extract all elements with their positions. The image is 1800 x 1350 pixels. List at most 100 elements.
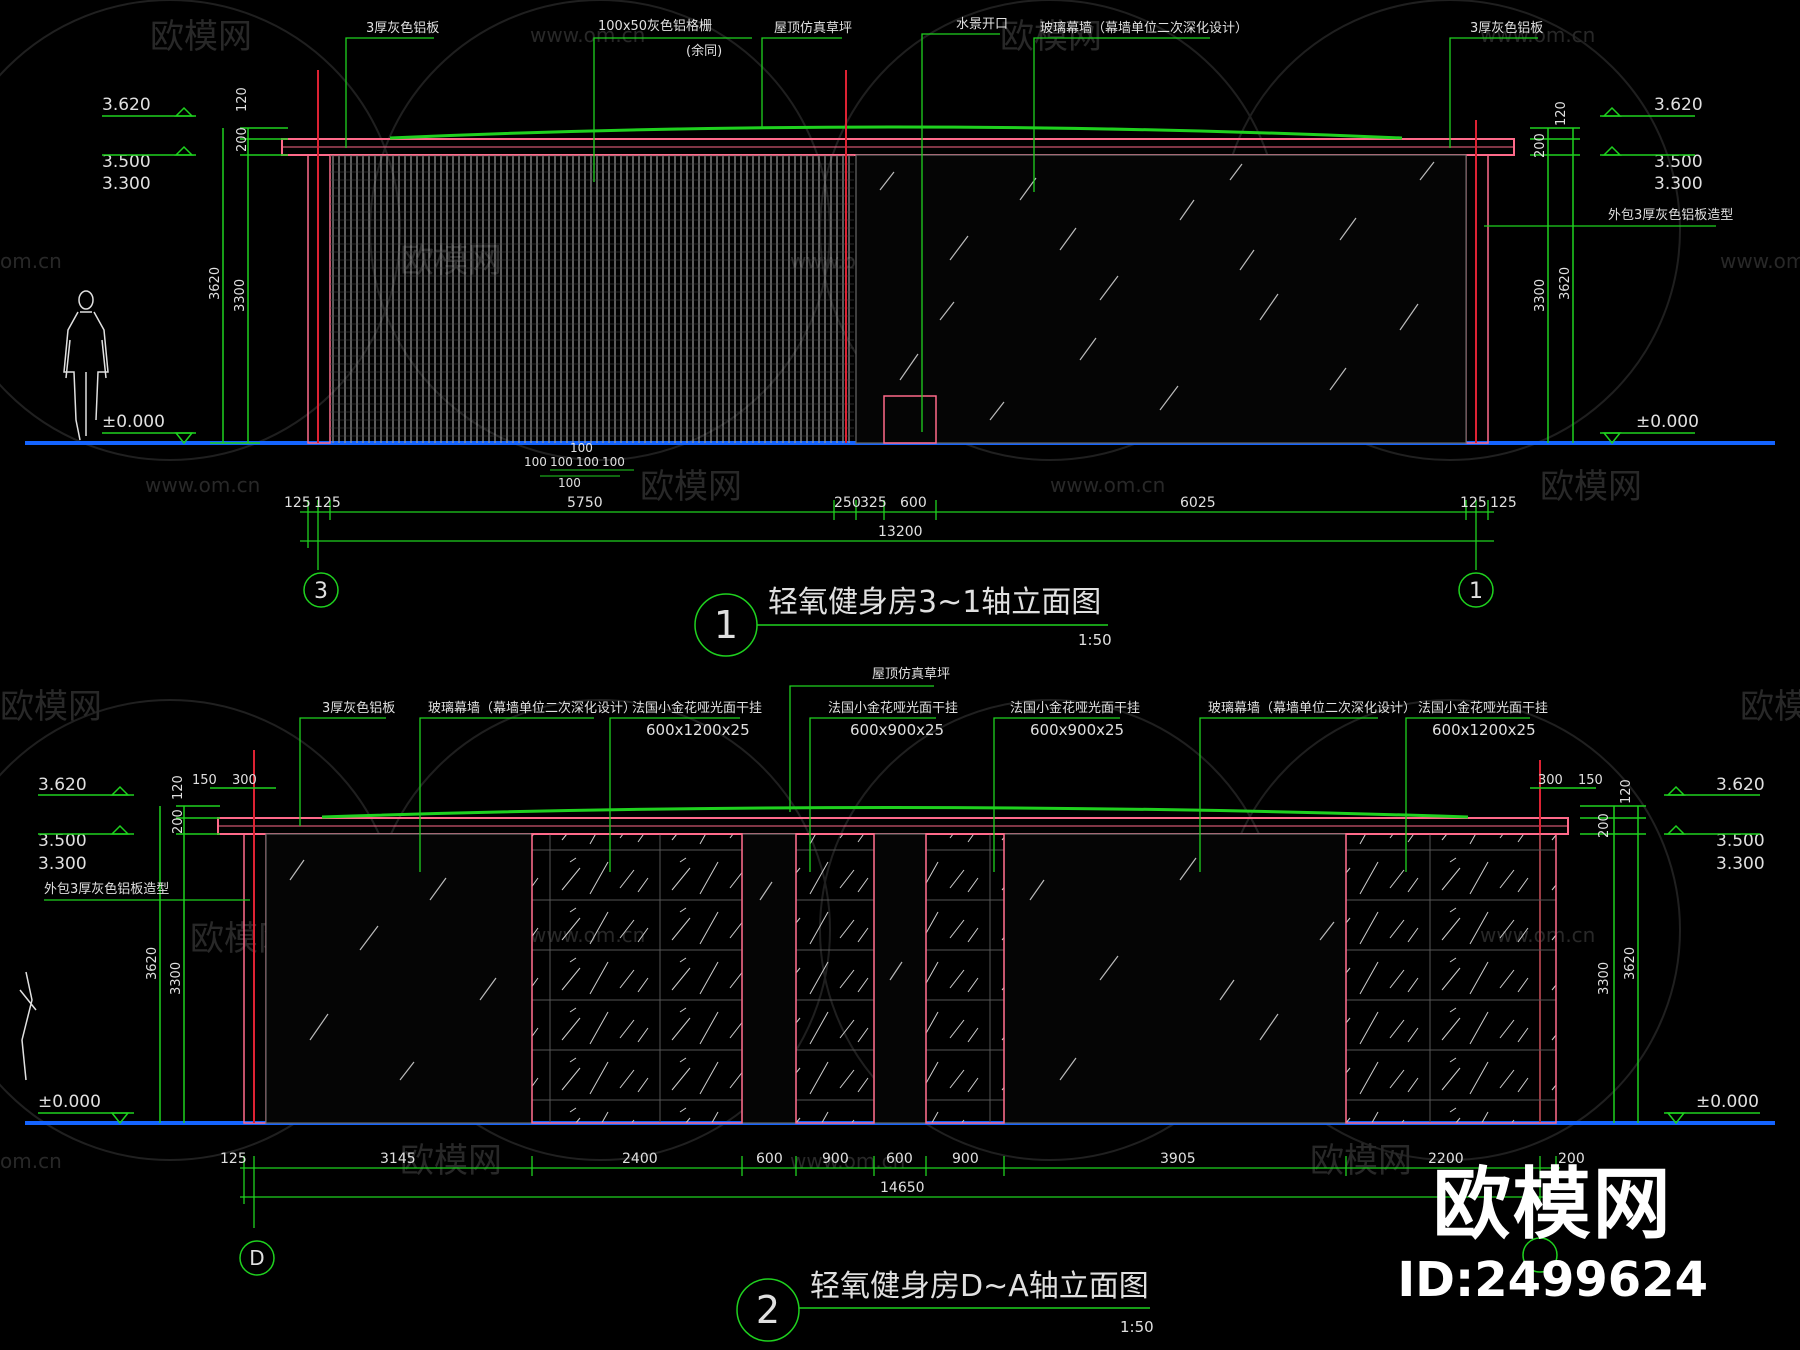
note-label: 外包3厚灰色铝板造型 bbox=[1608, 207, 1733, 223]
grille-dim: 100 bbox=[524, 455, 547, 469]
watermark-text: 欧模网 bbox=[1740, 687, 1800, 727]
glass-curtain-wall bbox=[855, 154, 1467, 444]
svg-text:1: 1 bbox=[1469, 579, 1483, 604]
level-label: 3.300 bbox=[1716, 854, 1765, 874]
note-label: 屋顶仿真草坪 bbox=[872, 667, 950, 682]
elevation-1-title: 1 轻氧健身房3~1轴立面图 1:50 bbox=[694, 585, 1112, 657]
watermark-text: 欧模网 bbox=[0, 687, 102, 727]
note-label: 3厚灰色铝板 bbox=[322, 700, 395, 716]
level-label: 3.500 bbox=[1654, 152, 1703, 172]
vert-dim: 200 bbox=[1533, 133, 1548, 158]
elevation-2-title: 2 轻氧健身房D~A轴立面图 1:50 bbox=[736, 1269, 1154, 1342]
top-dim: 300 bbox=[232, 773, 257, 788]
vert-dim: 120 bbox=[1554, 101, 1569, 126]
level-label: 3.500 bbox=[38, 831, 87, 851]
level-label: 3.620 bbox=[1716, 775, 1765, 795]
watermark-text: 欧模网 bbox=[400, 1141, 502, 1181]
human-scale-figure-partial bbox=[19, 971, 37, 1081]
dimension-chain: 125 125 5750 250 325 600 6025 125 125 13… bbox=[284, 495, 1517, 570]
grille-dim: 100 bbox=[576, 455, 599, 469]
grille-dim: 100 bbox=[570, 441, 593, 455]
note-label: 玻璃幕墙（幕墙单位二次深化设计） bbox=[428, 700, 636, 716]
dim-label: 125 bbox=[220, 1151, 247, 1167]
left-level-markers: 3.620 3.500 3.300 ±0.000 120 200 3300 36… bbox=[38, 773, 276, 1125]
vert-dim: 3300 bbox=[1597, 962, 1612, 995]
note-label: 玻璃幕墙（幕墙单位二次深化设计） bbox=[1208, 700, 1416, 716]
vert-dim: 3300 bbox=[1533, 279, 1548, 312]
dim-label: 3145 bbox=[380, 1151, 416, 1167]
note-label: 法国小金花哑光面干挂 bbox=[828, 700, 958, 716]
dim-label: 2200 bbox=[1428, 1151, 1464, 1167]
note-label: 3厚灰色铝板 bbox=[1470, 20, 1543, 36]
watermark-url: om.cn bbox=[0, 1149, 62, 1173]
note-label: 水景开口 bbox=[956, 17, 1008, 32]
note-label: 3厚灰色铝板 bbox=[366, 20, 439, 36]
level-label: 3.620 bbox=[102, 95, 151, 115]
note-label: 600x900x25 bbox=[850, 721, 944, 739]
vert-dim: 120 bbox=[1619, 779, 1634, 804]
vert-dim: 200 bbox=[171, 809, 186, 834]
dim-label: 600 bbox=[900, 495, 927, 511]
elevation-2: 3.620 3.500 3.300 ±0.000 120 200 3300 36… bbox=[19, 667, 1775, 1342]
grille-dim: 100 bbox=[602, 455, 625, 469]
dim-label: 250 bbox=[834, 495, 861, 511]
svg-text:D: D bbox=[249, 1246, 264, 1270]
level-label: 3.620 bbox=[1654, 95, 1703, 115]
vert-dim: 200 bbox=[1597, 813, 1612, 838]
watermark-url: www.om.cn bbox=[1050, 473, 1165, 497]
vert-dim: 120 bbox=[235, 87, 250, 112]
watermark-url: om.cn bbox=[0, 249, 62, 273]
dimension-chain: 125 3145 2400 600 900 600 900 3905 2200 … bbox=[220, 1151, 1585, 1228]
grille-dim: 100 bbox=[550, 455, 573, 469]
dim-label: 5750 bbox=[567, 495, 603, 511]
note-label: 600x1200x25 bbox=[646, 721, 750, 739]
left-level-markers: 3.620 3.500 3.300 ±0.000 120 200 3300 36… bbox=[102, 87, 288, 445]
vert-dim: 3300 bbox=[233, 279, 248, 312]
vert-dim: 3620 bbox=[1558, 267, 1573, 300]
title-text: 轻氧健身房3~1轴立面图 bbox=[768, 585, 1101, 620]
dim-label: 125 bbox=[284, 495, 311, 511]
watermark-url: www.om.cn bbox=[1720, 249, 1800, 273]
dim-label: 325 bbox=[860, 495, 887, 511]
note-labels: 屋顶仿真草坪 3厚灰色铝板 玻璃幕墙（幕墙单位二次深化设计） 法国小金花哑光面干… bbox=[44, 667, 1548, 897]
brand-name: 欧模网 bbox=[1432, 1160, 1673, 1250]
level-label: ±0.000 bbox=[102, 412, 165, 432]
grille-dims: 100 100 100 100 100 100 bbox=[524, 441, 634, 490]
level-label: 3.620 bbox=[38, 775, 87, 795]
dim-label: 900 bbox=[822, 1151, 849, 1167]
vert-dim: 200 bbox=[235, 127, 250, 152]
level-label: 3.300 bbox=[1654, 174, 1703, 194]
level-label: 3.300 bbox=[102, 174, 151, 194]
elevation-1: 3.620 3.500 3.300 ±0.000 120 200 3300 36… bbox=[25, 17, 1775, 657]
vert-dim: 3620 bbox=[1623, 947, 1638, 980]
dim-label: 200 bbox=[1558, 1151, 1585, 1167]
note-label: (余同) bbox=[686, 43, 722, 59]
roof bbox=[281, 125, 1515, 156]
note-label: 玻璃幕墙（幕墙单位二次深化设计） bbox=[1040, 20, 1248, 36]
watermark-text: 欧模网 bbox=[640, 467, 742, 507]
dim-label: 3905 bbox=[1160, 1151, 1196, 1167]
note-leaders bbox=[44, 685, 1530, 901]
level-label: ±0.000 bbox=[1636, 412, 1699, 432]
title-scale: 1:50 bbox=[1120, 1318, 1154, 1336]
title-scale: 1:50 bbox=[1078, 631, 1112, 649]
note-label: 法国小金花哑光面干挂 bbox=[1418, 700, 1548, 716]
title-number: 2 bbox=[756, 1288, 780, 1332]
watermark-url: www.om.cn bbox=[145, 473, 260, 497]
watermark-text: 欧模网 bbox=[150, 17, 252, 57]
vert-dim: 3620 bbox=[208, 267, 223, 300]
vert-dim: 3300 bbox=[169, 962, 184, 995]
brand-watermark: 欧模网 ID:2499624 bbox=[1397, 1160, 1708, 1310]
dim-label: 125 bbox=[1460, 495, 1487, 511]
top-dim: 150 bbox=[1578, 773, 1603, 788]
svg-text:3: 3 bbox=[314, 579, 328, 604]
brand-id: ID:2499624 bbox=[1397, 1252, 1708, 1308]
watermark-url: www.om.cn bbox=[530, 23, 645, 47]
dim-label: 900 bbox=[952, 1151, 979, 1167]
level-label: ±0.000 bbox=[38, 1092, 101, 1112]
note-label: 法国小金花哑光面干挂 bbox=[632, 700, 762, 716]
note-label: 600x1200x25 bbox=[1432, 721, 1536, 739]
top-dim: 300 bbox=[1538, 773, 1563, 788]
axis-bubble-d: D bbox=[239, 1240, 275, 1276]
level-label: 3.500 bbox=[102, 152, 151, 172]
